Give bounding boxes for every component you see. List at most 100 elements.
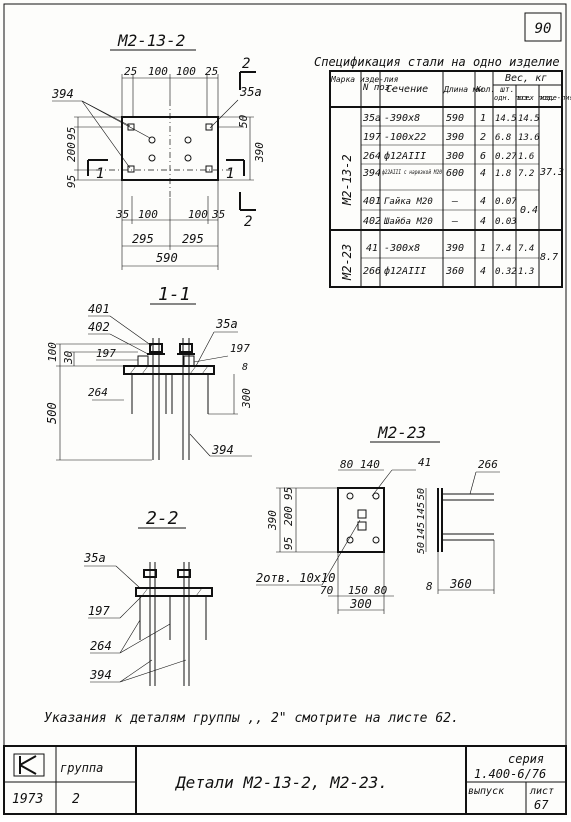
dim-m2-23-95a: 95 [282, 487, 295, 500]
spec-cell-pos: 197 [363, 132, 381, 143]
sheet-number-box [524, 12, 562, 42]
dim-1-1-500: 500 [45, 402, 59, 424]
dim-right-2: 390 [253, 142, 266, 163]
spec-cell-w-one: 0.32 [495, 267, 517, 277]
spec-brand-2: М2-23 [340, 244, 354, 281]
spec-cell-pos: 394 [362, 168, 381, 179]
spec-cell-qty: 4 [480, 266, 486, 277]
spec-cell-length: — [451, 196, 458, 207]
spec-table-title: Спецификация стали на одно изделие [314, 55, 560, 69]
bar-mark [184, 136, 192, 144]
label-197-left: 197 [96, 347, 116, 360]
view-m2-13-2: М2-13-2 25 100 100 25 2 394 [51, 31, 266, 270]
label-266: 266 [478, 458, 498, 471]
spec-cell-qty: 6 [480, 151, 486, 162]
dim-1-1-100: 100 [46, 342, 59, 362]
dim-left-2: 200 [65, 142, 78, 162]
anchor-bolt-mark [127, 165, 135, 173]
dim-m2-23-95b: 95 [282, 537, 295, 550]
sheet-number-top: 90 [535, 21, 552, 37]
spec-row: 266 ф12AIII 360 4 0.32 1.3 [363, 265, 534, 277]
section-1-1-title: 1-1 [158, 284, 191, 305]
part-label-35a: 35а [239, 85, 262, 99]
dim-m2-23-50a: 50 [416, 488, 427, 500]
dim-top-2: 100 [148, 65, 168, 78]
spec-cell-w-one: 0.27 [495, 152, 517, 162]
section-2-2-title: 2-2 [146, 508, 179, 529]
spec-cell-length: 360 [445, 266, 464, 277]
bar-mark [148, 154, 156, 162]
spec-header-w-one: одн. поз. [494, 94, 532, 102]
dim-left-3: 95 [65, 175, 78, 188]
spec-cell-pos: 266 [363, 266, 381, 277]
hole-10x10 [357, 509, 367, 519]
spec-cell-w-one: 6.8 [495, 133, 511, 143]
dim-1-1-8: 8 [242, 362, 248, 373]
spec-cell-qty: 1 [480, 243, 486, 254]
spec-cell-section: -390x8 [384, 113, 420, 124]
label-2-2-197: 197 [88, 604, 110, 618]
spec-header-length: Длина мм [443, 85, 484, 94]
nut-401 [149, 343, 163, 353]
spec-cell-w-all: 7.2 [518, 169, 534, 179]
spec-cell-w-one: 0.03 [495, 217, 517, 227]
spec-cell-w-all: 1.3 [518, 267, 534, 277]
dim-m2-23-80: 80 [374, 584, 388, 597]
spec-cell-w-all: 14.5 [518, 114, 540, 124]
spec-row: 402 Шайба М20 — 4 0.03 [363, 216, 517, 227]
spec-cell-qty: 1 [480, 113, 486, 124]
view-m2-23: М2-23 80 140 41 266 390 95 200 95 50 [256, 423, 500, 614]
anchor-bolt-mark [127, 123, 135, 131]
group-value: 2 [72, 792, 80, 807]
dim-m2-23-145a: 145 [416, 502, 427, 520]
hole-10x10 [357, 521, 367, 531]
dim-bottom-4: 35 [211, 208, 225, 221]
year: 1973 [12, 792, 43, 807]
spec-cell-section: Гайка М20 [384, 197, 433, 207]
organization-logo [13, 753, 45, 777]
spec-cell-section: ф12AIII [384, 265, 426, 277]
spec-cell-pos: 41 [366, 243, 378, 254]
dim-m2-23-top-2: 140 [360, 458, 380, 471]
spec-row: 35а -390x8 590 1 14.5 14.5 [362, 113, 540, 124]
holes-note: 2отв. 10x10 [256, 571, 335, 585]
label-394: 394 [211, 443, 234, 457]
spec-row: 394 ф22AIII с нарезкой М20 600 4 1.8 7.2 [362, 168, 534, 179]
spec-cell-section: Шайба М20 [383, 216, 433, 227]
spec-header-qty: Кол. шт. [475, 85, 515, 94]
dim-bottom-2: 100 [138, 208, 158, 221]
section-mark-1-left: 1 [96, 166, 104, 182]
dim-right-1: 50 [237, 114, 250, 128]
anchor-bolt-mark [205, 123, 213, 131]
drawing-title: Детали М2-13-2, М2-23. [174, 773, 388, 792]
spec-cell-w-all: 1.6 [518, 152, 534, 162]
spec-cell-qty: 4 [480, 216, 486, 227]
series-value: 1.400-6/76 [474, 767, 546, 781]
spec-cell-length: — [451, 216, 458, 227]
dim-bottom-1: 35 [115, 208, 129, 221]
section-mark-2-top: 2 [242, 56, 250, 72]
spec-cell-w-all: 7.4 [518, 244, 534, 254]
view-m2-13-2-title: М2-13-2 [117, 31, 185, 50]
label-2-2-394: 394 [89, 668, 112, 682]
spec-cell-section: ф22AIII с нарезкой М20 [382, 169, 442, 176]
title-block: группа 2 1973 Детали М2-13-2, М2-23. сер… [3, 745, 567, 815]
spec-cell-w-one: 7.4 [495, 244, 511, 254]
section-mark-2-bottom: 2 [244, 214, 252, 230]
series-label: серия [508, 752, 544, 766]
label-2-2-264: 264 [90, 639, 112, 653]
spec-brand-1: М2-13-2 [340, 154, 354, 206]
spec-cell-length: 390 [445, 243, 464, 254]
spec-cell-length: 390 [445, 132, 464, 143]
anchor-bolt-mark [205, 165, 213, 173]
dim-left-1: 95 [65, 127, 78, 140]
plate-41-outline [337, 487, 385, 553]
dim-top-4: 25 [205, 65, 218, 78]
dim-m2-23-300: 300 [349, 597, 372, 611]
dim-bottom-3: 100 [188, 208, 208, 221]
label-35a: 35а [215, 317, 238, 331]
spec-cell-w-one: 0.07 [495, 197, 517, 207]
part-label-394: 394 [51, 87, 74, 101]
spec-cell-qty: 2 [480, 132, 486, 143]
